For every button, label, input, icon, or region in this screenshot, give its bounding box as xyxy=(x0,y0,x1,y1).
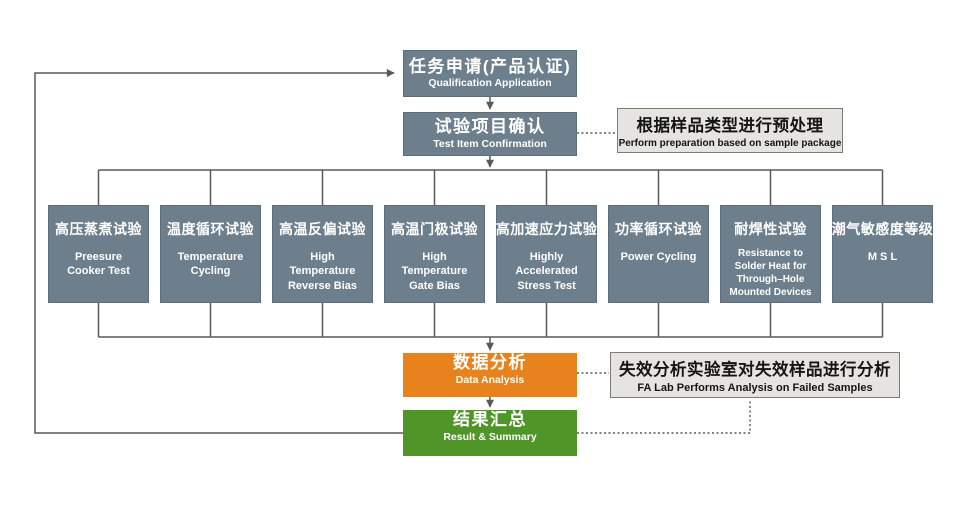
test-label-en: High Temperature Gate Bias xyxy=(401,251,468,292)
fa-note-label-en: FA Lab Performs Analysis on Failed Sampl… xyxy=(637,382,873,394)
test-box-hast: 高加速应力试验 Highly Accelerated Stress Test xyxy=(496,205,597,303)
test-label-zh: 高温反偏试验 xyxy=(279,221,366,237)
test-label-zh: 功率循环试验 xyxy=(615,221,702,237)
confirm-box: 试验项目确认 Test Item Confirmation xyxy=(403,112,577,156)
dotted-result-to-fa-note xyxy=(577,400,751,434)
confirm-label-en: Test Item Confirmation xyxy=(433,137,547,150)
test-box-solder-heat-resistance: 耐焊性试验 Resistance to Solder Heat for Thro… xyxy=(720,205,821,303)
data-analysis-label-en: Data Analysis xyxy=(455,373,525,386)
result-summary-box: 结果汇总 Result & Summary xyxy=(403,410,577,456)
test-box-htrb: 高温反偏试验 High Temperature Reverse Bias xyxy=(272,205,373,303)
prep-note-label-zh: 根据样品类型进行预处理 xyxy=(636,117,824,135)
fa-note-label-zh: 失效分析实验室对失效样品进行分析 xyxy=(619,361,891,379)
fa-note-box: 失效分析实验室对失效样品进行分析 FA Lab Performs Analysi… xyxy=(610,352,900,398)
test-box-htgb: 高温门极试验 High Temperature Gate Bias xyxy=(384,205,485,303)
test-box-pressure-cooker: 高压蒸煮试验 Preesure Cooker Test xyxy=(48,205,149,303)
test-label-zh: 高压蒸煮试验 xyxy=(55,221,142,237)
test-label-zh: 耐焊性试验 xyxy=(734,221,807,237)
test-label-zh: 高加速应力试验 xyxy=(495,221,598,237)
test-box-power-cycling: 功率循环试验 Power Cycling xyxy=(608,205,709,303)
start-box: 任务申请(产品认证) Qualification Application xyxy=(403,50,577,97)
data-analysis-label-zh: 数据分析 xyxy=(453,353,527,372)
data-analysis-box: 数据分析 Data Analysis xyxy=(403,353,577,397)
test-label-zh: 温度循环试验 xyxy=(167,221,254,237)
result-label-en: Result & Summary xyxy=(443,430,537,443)
test-label-en: Power Cycling xyxy=(620,251,697,263)
confirm-label-zh: 试验项目确认 xyxy=(434,117,546,137)
test-box-msl: 潮气敏感度等级 M S L xyxy=(832,205,933,303)
start-label-en: Qualification Application xyxy=(428,77,552,90)
test-label-zh: 潮气敏感度等级 xyxy=(831,221,934,237)
test-label-en: Preesure Cooker Test xyxy=(67,251,130,278)
feedback-loop-line xyxy=(34,69,403,434)
test-label-en: Temperature Cycling xyxy=(177,251,244,278)
test-label-zh: 高温门极试验 xyxy=(391,221,478,237)
prep-note-box: 根据样品类型进行预处理 Perform preparation based on… xyxy=(617,108,843,153)
start-label-zh: 任务申请(产品认证) xyxy=(408,56,572,76)
test-box-temperature-cycling: 温度循环试验 Temperature Cycling xyxy=(160,205,261,303)
test-label-en: Highly Accelerated Stress Test xyxy=(515,251,578,292)
prep-note-label-en: Perform preparation based on sample pack… xyxy=(618,138,842,149)
test-label-en: High Temperature Reverse Bias xyxy=(287,251,358,292)
test-label-en: Resistance to Solder Heat for Through–Ho… xyxy=(729,248,812,298)
test-label-en: M S L xyxy=(867,251,898,263)
result-label-zh: 结果汇总 xyxy=(453,410,527,429)
